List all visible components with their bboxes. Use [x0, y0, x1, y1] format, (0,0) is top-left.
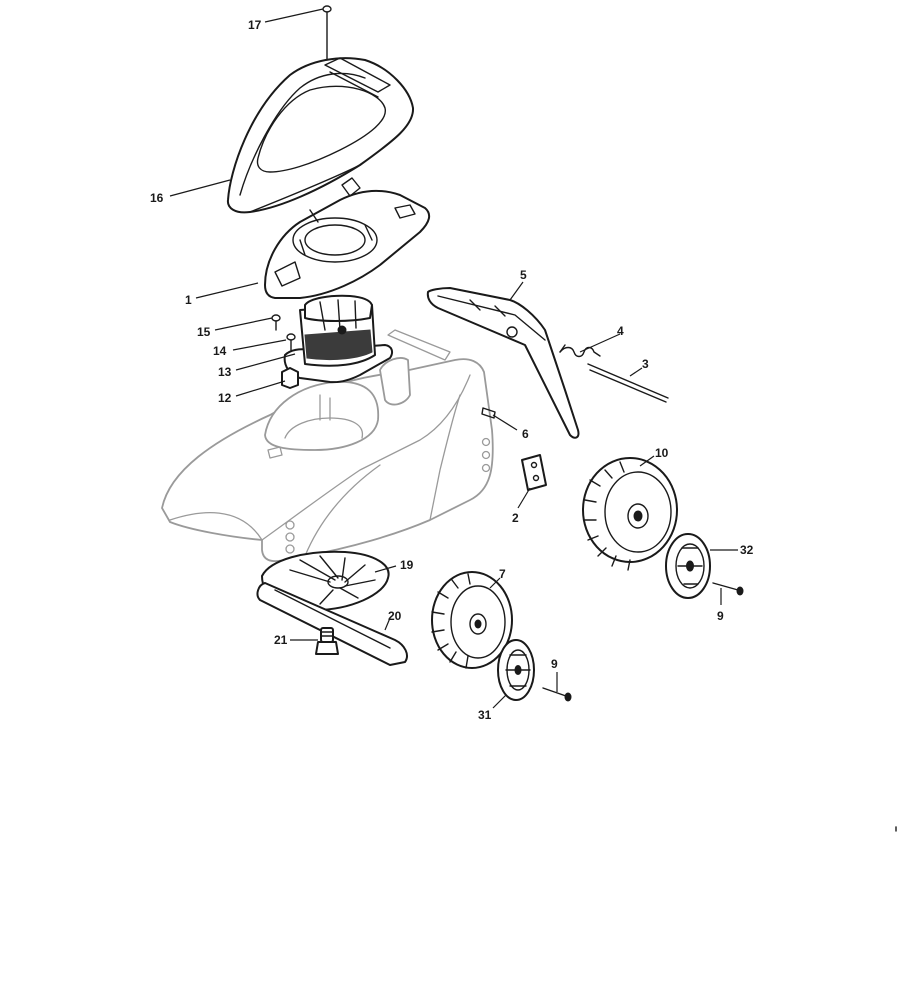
callout-31: 31 [478, 708, 492, 722]
callout-3: 3 [642, 357, 649, 371]
callout-10: 10 [655, 446, 669, 460]
callout-6: 6 [522, 427, 529, 441]
callout-1: 1 [185, 293, 192, 307]
spring-part-4 [559, 344, 601, 358]
callout-19: 19 [400, 558, 414, 572]
callout-2: 2 [512, 511, 519, 525]
callout-13: 13 [218, 365, 232, 379]
callout-12: 12 [218, 391, 232, 405]
callout-4: 4 [617, 324, 624, 338]
plate-part-2 [521, 454, 547, 491]
rear-wheel-part-10 [582, 457, 678, 571]
bolt-part-9-front [542, 687, 572, 702]
screw-part-6 [481, 407, 496, 419]
wheel-cap-part-31 [497, 639, 535, 701]
rod-part-3 [587, 363, 669, 403]
callout-5: 5 [520, 268, 527, 282]
callout-14: 14 [213, 344, 227, 358]
blade-bolt-part-21 [315, 627, 339, 655]
callout-17: 17 [248, 18, 262, 32]
screw-part-15 [271, 314, 281, 331]
callout-32: 32 [740, 543, 754, 557]
bolt-part-9-rear [712, 582, 744, 596]
callout-7: 7 [499, 567, 506, 581]
callout-15: 15 [197, 325, 211, 339]
wheel-cap-part-32 [665, 533, 711, 599]
top-cover-part-16 [226, 57, 415, 214]
callout-16: 16 [150, 191, 164, 205]
callout-labels: 17 16 1 15 14 13 12 5 4 3 6 2 10 32 9 19… [150, 18, 754, 722]
bracket-part-12 [281, 367, 299, 389]
motor-cover-part-1 [264, 177, 431, 299]
motor-part-13 [283, 294, 394, 384]
screw-part-14 [286, 333, 296, 351]
rear-flap-part-5 [426, 287, 580, 439]
callout-21: 21 [274, 633, 288, 647]
screw-part-17 [322, 5, 332, 61]
mower-deck [161, 329, 494, 563]
front-wheel-part-7 [431, 571, 513, 669]
callout-9-rear: 9 [717, 609, 724, 623]
blade-part-20 [256, 582, 408, 666]
callout-9-front: 9 [551, 657, 558, 671]
callout-20: 20 [388, 609, 402, 623]
leader-lines [169, 8, 738, 709]
